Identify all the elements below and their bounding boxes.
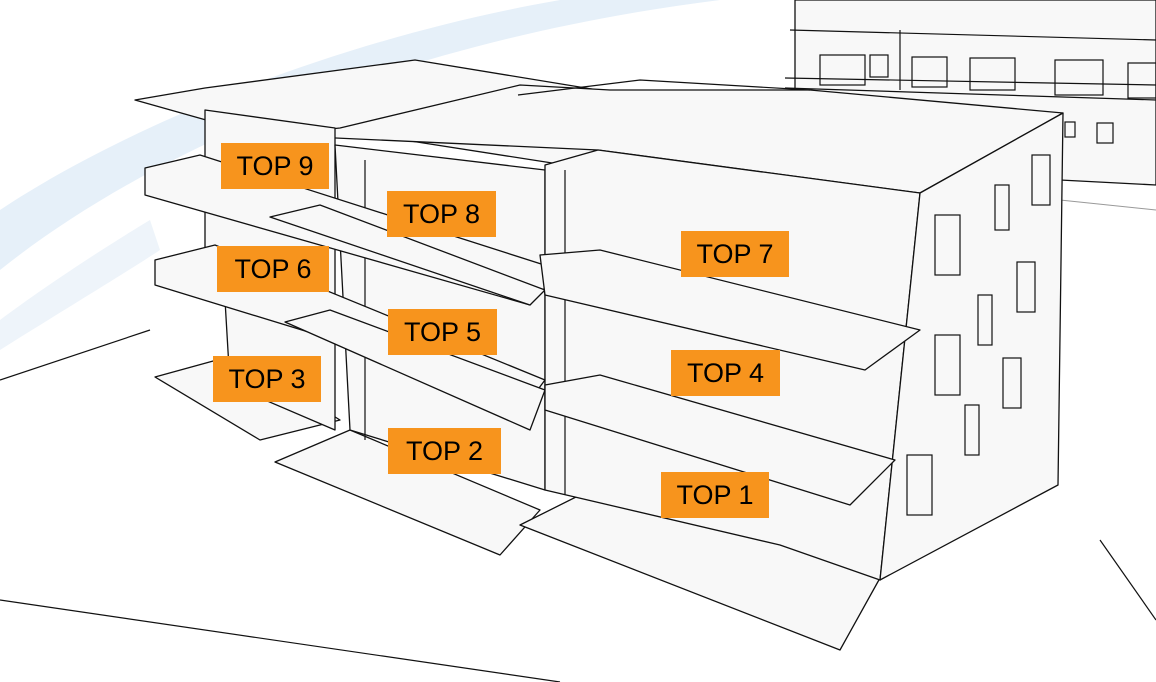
terrain-line [1099,539,1156,621]
unit-label-top-6[interactable]: TOP 6 [217,246,329,292]
terrain-line [0,329,151,381]
side-facade [879,112,1064,581]
unit-label-top-4[interactable]: TOP 4 [671,350,780,396]
side-windows [906,154,1051,516]
background-swoosh [0,0,720,270]
terrain-line [0,599,561,682]
roof-edge [517,79,811,96]
neighbour-building [784,0,1156,211]
unit-label-top-7[interactable]: TOP 7 [681,231,789,277]
unit-label-top-1[interactable]: TOP 1 [661,472,769,518]
unit-label-top-5[interactable]: TOP 5 [388,309,497,355]
terrace-slab [274,429,541,556]
unit-label-top-8[interactable]: TOP 8 [387,191,496,237]
unit-label-top-2[interactable]: TOP 2 [388,428,501,474]
unit-label-top-3[interactable]: TOP 3 [213,356,321,402]
unit-label-top-9[interactable]: TOP 9 [221,143,329,189]
background-swoosh [0,220,160,350]
